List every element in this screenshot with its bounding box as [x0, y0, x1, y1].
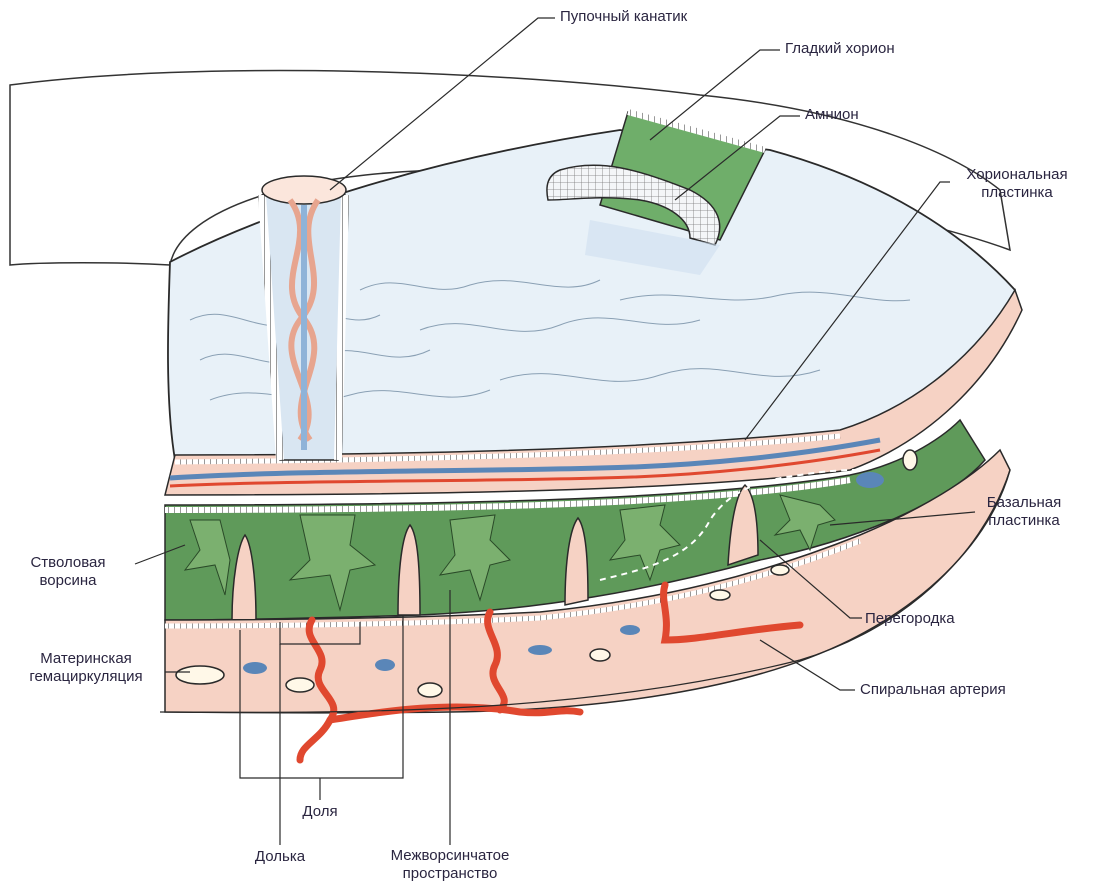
label-stem-villus: Стволовая ворсина: [0, 554, 136, 590]
label-septum: Перегородка: [865, 610, 955, 628]
label-stem-villus-line1: Стволовая: [0, 554, 136, 572]
label-stem-villus-line2: ворсина: [0, 572, 136, 590]
label-chorionic-plate: Хориональная пластинка: [948, 166, 1086, 202]
label-chorionic-plate-line1: Хориональная: [948, 166, 1086, 184]
label-basal-plate-line2: пластинка: [965, 512, 1083, 530]
label-amnion: Амнион: [805, 106, 859, 124]
label-maternal-circulation-line2: гемациркуляция: [6, 668, 166, 686]
label-intervillous-space: Межворсинчатое пространство: [370, 847, 530, 883]
label-lobe: Доля: [290, 803, 350, 821]
label-chorionic-plate-line2: пластинка: [948, 184, 1086, 202]
label-smooth-chorion: Гладкий хорион: [785, 40, 895, 58]
umbilical-cord: [262, 176, 346, 460]
label-basal-plate: Базальная пластинка: [965, 494, 1083, 530]
label-spiral-artery: Спиральная артерия: [860, 681, 1006, 699]
label-maternal-circulation: Материнская гемациркуляция: [6, 650, 166, 686]
label-intervillous-space-line1: Межворсинчатое: [370, 847, 530, 865]
label-maternal-circulation-line1: Материнская: [6, 650, 166, 668]
label-lobule: Долька: [230, 848, 330, 866]
label-basal-plate-line1: Базальная: [965, 494, 1083, 512]
label-intervillous-space-line2: пространство: [370, 865, 530, 883]
label-umbilical-cord: Пупочный канатик: [560, 8, 687, 26]
